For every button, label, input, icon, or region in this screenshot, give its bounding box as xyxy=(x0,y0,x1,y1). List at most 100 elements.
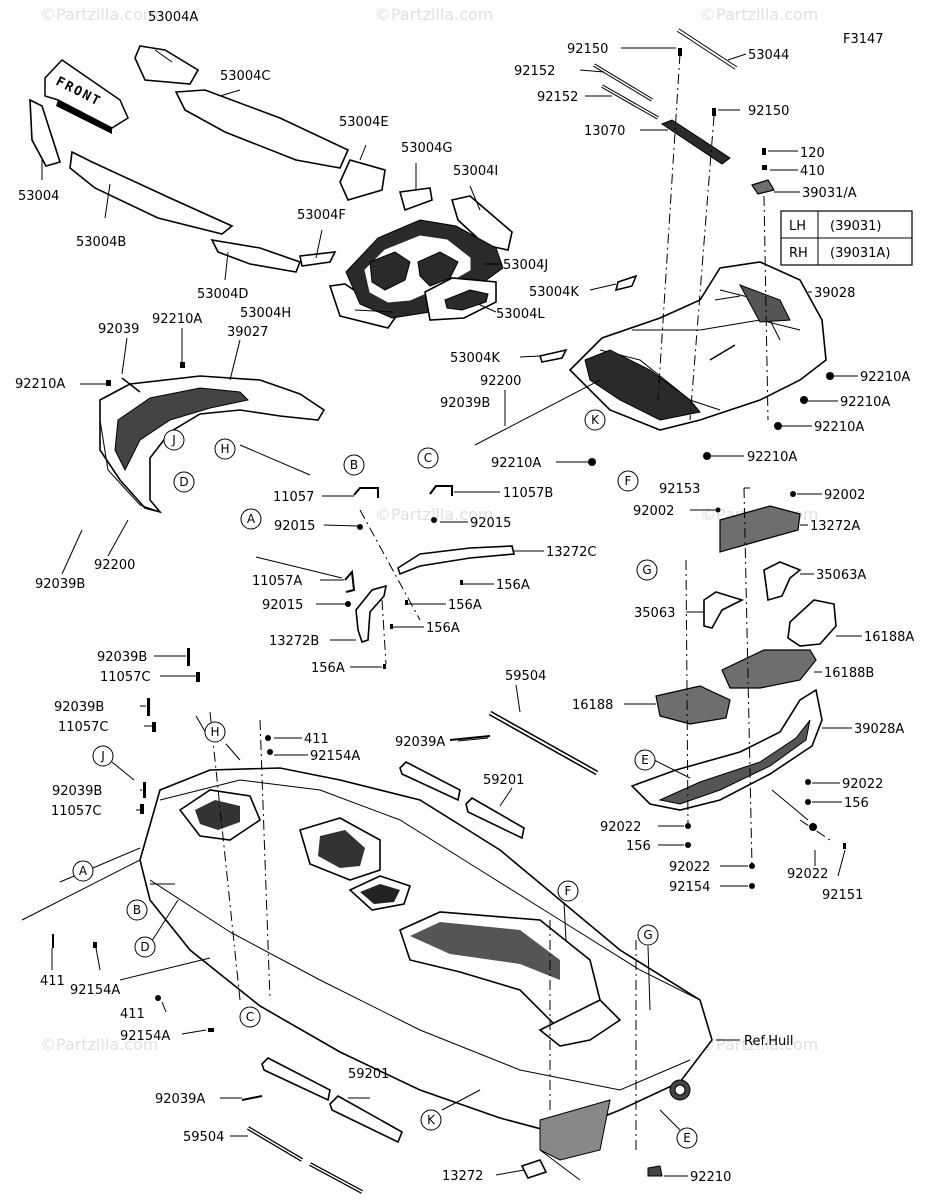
label-59201-top: 59201 xyxy=(483,773,524,788)
decal-53004 xyxy=(29,98,62,167)
decal-53004D xyxy=(210,238,302,273)
label-ref-hull: Ref.Hull xyxy=(744,1034,793,1049)
watermark: ©Partzilla.com xyxy=(375,5,493,24)
label-13272C: 13272C xyxy=(546,545,596,560)
callout-G: G xyxy=(637,924,659,946)
watermark: ©Partzilla.com xyxy=(700,5,818,24)
part-11057B xyxy=(429,485,453,496)
decal-53004E xyxy=(339,159,386,201)
label-156A-c: 156A xyxy=(426,621,460,636)
label-11057C-h3: 11057C xyxy=(51,804,101,819)
label-53004G: 53004G xyxy=(401,141,452,156)
label-156-a: 156 xyxy=(844,796,869,811)
decal-53004K-a xyxy=(614,274,638,292)
label-92022-d: 92022 xyxy=(787,867,828,882)
label-411-b: 411 xyxy=(40,974,65,989)
watermark: ©Partzilla.com xyxy=(40,5,158,24)
label-156A-b: 156A xyxy=(448,598,482,613)
label-39028A: 39028A xyxy=(854,722,904,737)
label-92039B-h1: 92039B xyxy=(97,650,147,665)
label-92210A-r3: 92210A xyxy=(814,420,864,435)
label-53004K-a: 53004K xyxy=(529,285,579,300)
label-411-c: 411 xyxy=(120,1007,145,1022)
svg-text:A: A xyxy=(247,512,256,526)
part-16188A xyxy=(787,599,837,647)
label-92039B-c: 92039B xyxy=(440,396,490,411)
callout-H: H xyxy=(214,438,236,460)
callout-G: G xyxy=(636,559,658,581)
fasteners-left xyxy=(52,648,273,1032)
label-92039A-bottom: 92039A xyxy=(155,1092,205,1107)
part-labels: 53004A 53004C 53004 53004B 53004E 53004G… xyxy=(15,10,914,1185)
part-39028 xyxy=(568,261,827,431)
callouts: K F J H D B C A G E H J A B D C F G K E xyxy=(72,409,698,1149)
label-410: 410 xyxy=(800,164,825,179)
label-53004F: 53004F xyxy=(297,208,346,223)
svg-text:F: F xyxy=(565,884,572,898)
part-92210 xyxy=(647,1165,663,1177)
label-53004L: 53004L xyxy=(496,307,545,322)
callout-B: B xyxy=(343,454,365,476)
decal-53004K-b xyxy=(538,348,568,363)
part-59201-bottom-a xyxy=(261,1057,331,1102)
part-39031 xyxy=(751,179,775,195)
part-16188B xyxy=(721,649,817,689)
label-92200-l: 92200 xyxy=(94,558,135,573)
brackets xyxy=(344,485,516,669)
side-lh: LH xyxy=(789,219,806,234)
label-92151: 92151 xyxy=(822,888,863,903)
svg-text:A: A xyxy=(79,864,88,878)
label-59504-top: 59504 xyxy=(505,669,546,684)
svg-text:G: G xyxy=(642,563,651,577)
front-cover xyxy=(99,362,326,514)
side-lh-part: (39031) xyxy=(830,219,882,234)
label-53004B: 53004B xyxy=(76,235,126,250)
label-92039B-h2: 92039B xyxy=(54,700,104,715)
label-11057A: 11057A xyxy=(252,574,302,589)
label-92200-c: 92200 xyxy=(480,374,521,389)
decal-53004B xyxy=(69,150,234,235)
callout-E: E xyxy=(676,1127,698,1149)
label-11057C-h1: 11057C xyxy=(100,670,150,685)
label-16188: 16188 xyxy=(572,698,613,713)
label-13272B: 13272B xyxy=(269,634,319,649)
svg-text:D: D xyxy=(140,940,149,954)
callout-A: A xyxy=(72,860,94,882)
part-59201-top-a xyxy=(399,761,461,802)
label-92002-b: 92002 xyxy=(633,504,674,519)
callout-A: A xyxy=(240,508,262,530)
part-35063A xyxy=(763,561,802,602)
lower-right-parts xyxy=(630,491,846,889)
label-92039B-h3: 92039B xyxy=(52,784,102,799)
watermark: ©Partzilla.com xyxy=(40,1035,158,1054)
label-53004I: 53004I xyxy=(453,164,498,179)
callout-J: J xyxy=(92,745,114,767)
label-92015-c: 92015 xyxy=(262,598,303,613)
callout-C: C xyxy=(417,447,439,469)
svg-text:J: J xyxy=(100,749,105,763)
decal-53004H xyxy=(328,283,397,329)
label-92152-b: 92152 xyxy=(537,90,578,105)
callout-D: D xyxy=(134,936,156,958)
label-92015-a: 92015 xyxy=(274,519,315,534)
label-156A-a: 156A xyxy=(496,578,530,593)
rails xyxy=(241,710,599,1194)
label-13272: 13272 xyxy=(442,1169,483,1184)
label-11057B: 11057B xyxy=(503,486,553,501)
label-92039B-l: 92039B xyxy=(35,577,85,592)
part-13272A xyxy=(719,505,801,553)
svg-text:H: H xyxy=(220,442,229,456)
decal-53004G xyxy=(398,187,433,212)
label-11057: 11057 xyxy=(273,490,314,505)
upper-right-parts xyxy=(568,28,834,466)
svg-text:F: F xyxy=(625,474,632,488)
label-92154A-b: 92154A xyxy=(70,983,120,998)
label-92039A-top: 92039A xyxy=(395,735,445,750)
label-92154A-c: 92154A xyxy=(120,1029,170,1044)
label-16188B: 16188B xyxy=(824,666,874,681)
label-53004D: 53004D xyxy=(197,287,248,302)
watermark: ©Partzilla.com xyxy=(375,505,493,524)
decal-53004I xyxy=(450,195,513,251)
figure-code: F3147 xyxy=(843,32,884,47)
